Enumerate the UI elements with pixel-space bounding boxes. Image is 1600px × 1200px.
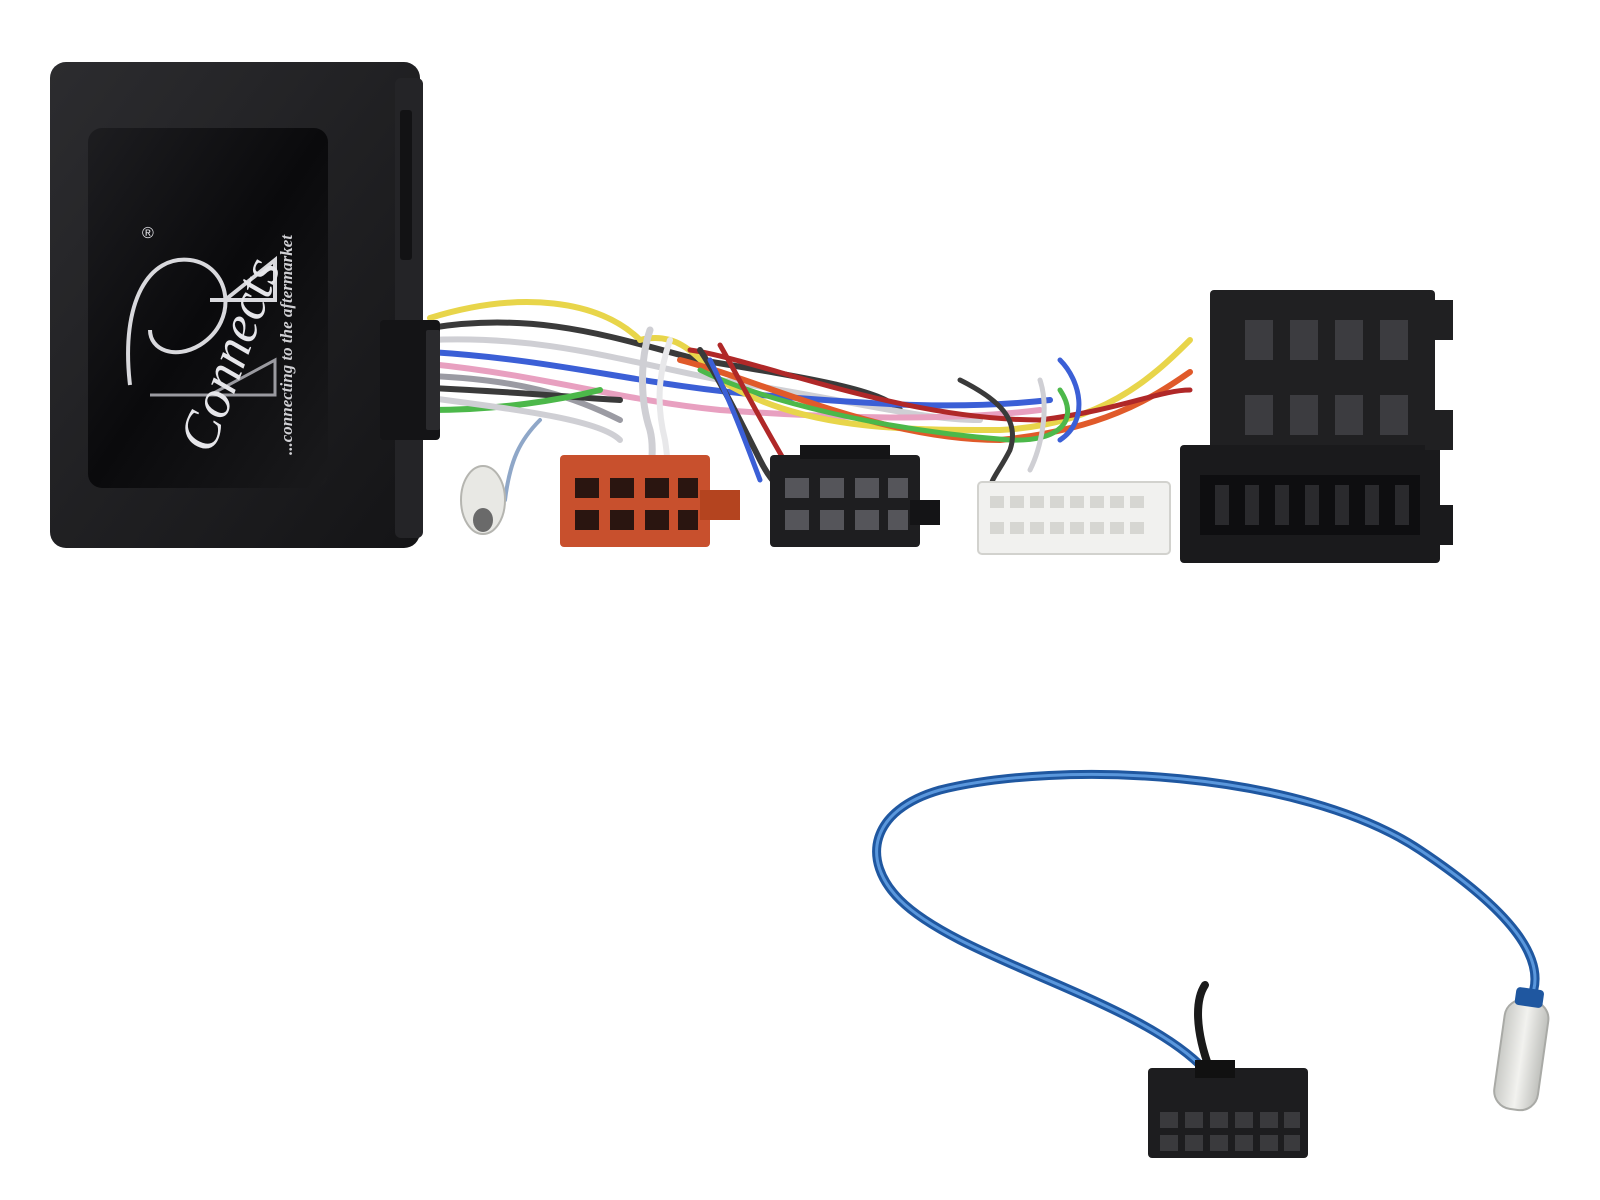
interface-box: Connects ® ...connecting to the aftermar… <box>50 62 440 548</box>
iso-power-connector <box>560 455 740 547</box>
registered-mark: ® <box>142 225 154 242</box>
small-plug <box>460 465 506 535</box>
patch-lead <box>872 769 1550 1158</box>
box-label <box>88 128 328 488</box>
vehicle-iso-connector <box>1180 290 1453 563</box>
vehicle-plug <box>977 481 1171 555</box>
iso-speaker-connector <box>770 445 940 547</box>
patch-lead-connector <box>1148 1060 1308 1158</box>
patch-lead-plug <box>1493 987 1550 1112</box>
wire-bundle <box>427 299 1193 502</box>
tagline: ...connecting to the aftermarket <box>277 234 296 455</box>
brand-logo <box>126 255 277 397</box>
